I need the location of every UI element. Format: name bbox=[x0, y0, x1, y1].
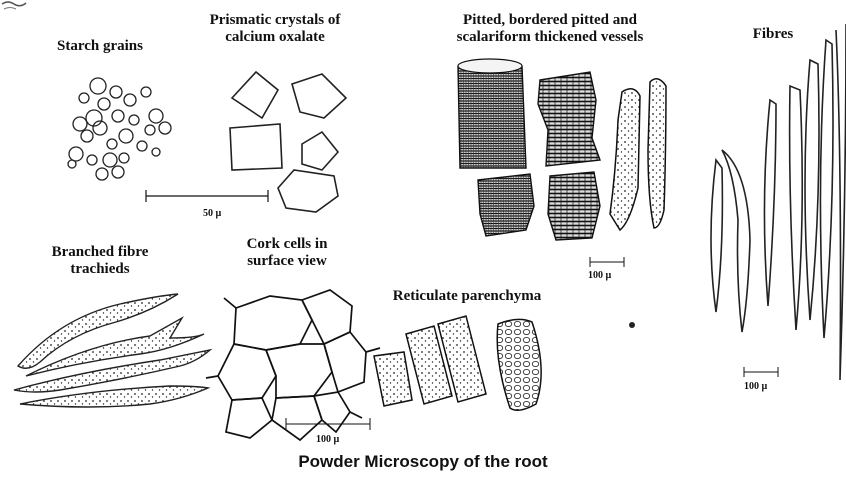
figure-caption: Powder Microscopy of the root bbox=[0, 452, 846, 472]
label-vessels-line2: scalariform thickened vessels bbox=[410, 29, 690, 46]
label-starch-grains: Starch grains bbox=[30, 38, 170, 55]
vessel-scalariform-lower-right bbox=[548, 172, 600, 240]
label-cork-line2: surface view bbox=[222, 253, 352, 270]
label-prismatic-crystals: Prismatic crystals of calcium oxalate bbox=[180, 12, 370, 46]
scale-label-fibres: 100 µ bbox=[744, 381, 767, 392]
label-branched-line1: Branched fibre bbox=[30, 244, 170, 261]
label-fibres: Fibres bbox=[738, 26, 808, 43]
starch-grains bbox=[68, 78, 171, 180]
vessel-scalariform-upper bbox=[538, 72, 600, 166]
label-cork-cells: Cork cells in surface view bbox=[222, 236, 352, 270]
label-vessels: Pitted, bordered pitted and scalariform … bbox=[410, 12, 690, 46]
scale-label-vessels: 100 µ bbox=[588, 270, 611, 281]
reticulate-parenchyma bbox=[374, 316, 541, 410]
label-reticulate-parenchyma: Reticulate parenchyma bbox=[362, 288, 572, 305]
vessel-scalariform-lower-left bbox=[478, 174, 534, 236]
label-branched-line2: trachieds bbox=[30, 261, 170, 278]
label-prismatic-line1: Prismatic crystals of bbox=[180, 12, 370, 29]
label-vessels-line1: Pitted, bordered pitted and bbox=[410, 12, 690, 29]
fibres-scale-bar bbox=[744, 367, 778, 377]
vessel-bordered-pitted-2 bbox=[648, 79, 666, 228]
cork-cells bbox=[206, 290, 380, 440]
branched-fibre-tracheids bbox=[14, 294, 210, 407]
starch-scale-bar bbox=[146, 190, 268, 202]
label-cork-line1: Cork cells in bbox=[222, 236, 352, 253]
corner-logo-fragment bbox=[2, 2, 26, 9]
label-prismatic-line2: calcium oxalate bbox=[180, 29, 370, 46]
label-branched-fibre-tracheids: Branched fibre trachieds bbox=[30, 244, 170, 278]
vessel-pitted-cylinder bbox=[458, 59, 526, 168]
vessels-scale-bar bbox=[590, 257, 624, 267]
vessel-bordered-pitted-1 bbox=[610, 89, 640, 230]
fibres bbox=[711, 24, 846, 380]
scale-label-starch: 50 µ bbox=[203, 208, 221, 219]
scale-label-cork: 100 µ bbox=[316, 434, 339, 445]
cork-scale-bar bbox=[286, 418, 370, 430]
calcium-oxalate-crystals bbox=[230, 72, 346, 212]
debris-dot bbox=[629, 322, 635, 328]
